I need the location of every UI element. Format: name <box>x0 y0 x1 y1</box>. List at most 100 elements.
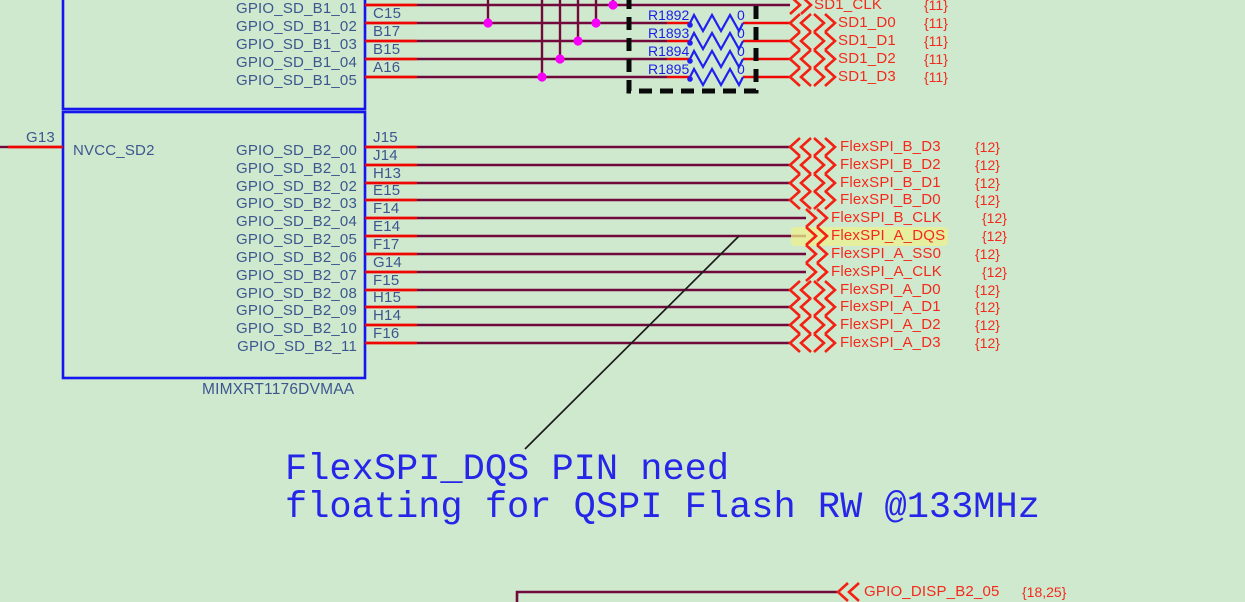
b1-pin-number-4[interactable]: A16 <box>373 59 401 76</box>
b2-pin-name-0[interactable]: GPIO_SD_B2_00 <box>235 142 357 159</box>
net-tag-flexspi-1: {12} <box>975 157 1000 173</box>
b2-pin-name-3[interactable]: GPIO_SD_B2_03 <box>235 195 357 212</box>
resistor-pin-dots <box>687 22 693 82</box>
b1-pin-number-1[interactable]: C15 <box>373 5 402 22</box>
net-tag-flexspi-2: {12} <box>975 175 1000 191</box>
net-label-flexspi-b-clk[interactable]: FlexSPI_B_CLK <box>831 209 942 226</box>
b2-pin-number-1[interactable]: J14 <box>373 147 398 164</box>
b2-pin-name-9[interactable]: GPIO_SD_B2_09 <box>235 302 357 319</box>
net-label-flexspi-b-d3[interactable]: FlexSPI_B_D3 <box>840 138 941 155</box>
junction-dots <box>483 0 618 82</box>
net-label-sd1-d3[interactable]: SD1_D3 <box>838 68 896 85</box>
net-label-sd1-d2[interactable]: SD1_D2 <box>838 50 896 67</box>
net-tag-flexspi-11: {12} <box>975 335 1000 351</box>
b2-pin-name-10[interactable]: GPIO_SD_B2_10 <box>235 320 357 337</box>
resistor-ref-0[interactable]: R1892 <box>648 7 690 23</box>
b2-pin-name-5[interactable]: GPIO_SD_B2_05 <box>235 231 357 248</box>
net-label-flexspi-a-d2[interactable]: FlexSPI_A_D2 <box>840 316 941 333</box>
chevron-gpio-disp <box>836 582 860 602</box>
net-flag-chevrons[interactable] <box>788 0 860 602</box>
net-tag-sd1-d3: {11} <box>924 69 948 85</box>
b2-pin-number-2[interactable]: H13 <box>373 165 402 182</box>
resistor-value-3[interactable]: 0 <box>737 61 745 77</box>
net-label-sd1-clk[interactable]: SD1_CLK <box>814 0 883 13</box>
bus-drop-wires[interactable] <box>486 0 615 77</box>
resistor-leads[interactable] <box>667 21 790 79</box>
b1-pin-name-4[interactable]: GPIO_SD_B1_05 <box>235 72 357 89</box>
net-label-flexspi-a-d3[interactable]: FlexSPI_A_D3 <box>840 334 941 351</box>
b2-pin-number-3[interactable]: E15 <box>373 182 401 199</box>
dashed-emphasis-box[interactable] <box>626 0 759 94</box>
b2-pin-number-10[interactable]: H14 <box>373 307 402 324</box>
annotation-note[interactable]: FlexSPI_DQS PIN need floating for QSPI F… <box>285 451 1040 527</box>
chip-block-sd-b1[interactable] <box>61 0 367 111</box>
chevron-flexspi-a-dqs <box>805 226 829 246</box>
net-tag-flexspi-10: {12} <box>975 317 1000 333</box>
net-label-flexspi-b-d2[interactable]: FlexSPI_B_D2 <box>840 156 941 173</box>
b2-pin-name-6[interactable]: GPIO_SD_B2_06 <box>235 249 357 266</box>
net-label-flexspi-a-ss0[interactable]: FlexSPI_A_SS0 <box>831 245 942 262</box>
net-label-flexspi-a-d1[interactable]: FlexSPI_A_D1 <box>840 298 941 315</box>
net-wires-flexspi[interactable] <box>417 145 806 345</box>
net-tag-sd1-clk: {11} <box>924 0 948 13</box>
b2-pin-name-4[interactable]: GPIO_SD_B2_04 <box>235 213 357 230</box>
power-pin-number[interactable]: G13 <box>26 129 55 146</box>
net-label-gpio-disp-b2-05[interactable]: GPIO_DISP_B2_05 <box>864 583 1000 600</box>
b2-pin-name-2[interactable]: GPIO_SD_B2_02 <box>235 178 357 195</box>
b1-pin-number-3[interactable]: B15 <box>373 41 401 58</box>
b2-pin-number-8[interactable]: F15 <box>373 272 400 289</box>
resistor-value-2[interactable]: 0 <box>737 43 745 59</box>
b2-pin-number-4[interactable]: F14 <box>373 200 400 217</box>
b2-pin-number-11[interactable]: F16 <box>373 325 400 342</box>
net-label-flexspi-b-d1[interactable]: FlexSPI_B_D1 <box>840 174 941 191</box>
b2-pin-name-8[interactable]: GPIO_SD_B2_08 <box>235 285 357 302</box>
b2-pin-name-1[interactable]: GPIO_SD_B2_01 <box>235 160 357 177</box>
power-pin-name[interactable]: NVCC_SD2 <box>73 142 155 159</box>
pin-stubs[interactable] <box>8 3 417 345</box>
b2-pin-name-11[interactable]: GPIO_SD_B2_11 <box>237 338 357 355</box>
b1-pin-name-2[interactable]: GPIO_SD_B1_03 <box>235 36 357 53</box>
chip-name[interactable]: MIMXRT1176DVMAA <box>202 381 355 398</box>
resistors-r1892-r1895[interactable] <box>687 12 744 88</box>
annotation-line-2: floating for QSPI Flash RW @133MHz <box>285 487 1040 529</box>
b2-pin-number-0[interactable]: J15 <box>373 129 398 146</box>
net-tag-flexspi-6: {12} <box>975 246 1000 262</box>
dqs-highlight <box>791 227 948 246</box>
resistor-ref-3[interactable]: R1895 <box>648 61 690 77</box>
b2-pin-number-7[interactable]: G14 <box>373 254 402 271</box>
net-label-sd1-d1[interactable]: SD1_D1 <box>838 32 896 49</box>
b2-pin-number-9[interactable]: H15 <box>373 289 402 306</box>
net-tag-flexspi-8: {12} <box>975 282 1000 298</box>
callout-leader-line[interactable] <box>524 235 740 450</box>
net-label-flexspi-a-d0[interactable]: FlexSPI_A_D0 <box>840 281 941 298</box>
gpio-disp-wire[interactable] <box>515 590 838 602</box>
net-tag-flexspi-4: {12} <box>982 210 1007 226</box>
net-tag-flexspi-0: {12} <box>975 139 1000 155</box>
b1-pin-name-1[interactable]: GPIO_SD_B1_02 <box>235 18 357 35</box>
b1-pin-name-0[interactable]: GPIO_SD_B1_01 <box>235 0 357 17</box>
resistor-value-1[interactable]: 0 <box>737 25 745 41</box>
net-label-flexspi-a-dqs[interactable]: FlexSPI_A_DQS <box>831 227 946 244</box>
net-tag-flexspi-9: {12} <box>975 299 1000 315</box>
chip-block-sd-b2[interactable] <box>61 110 367 380</box>
resistor-ref-1[interactable]: R1893 <box>648 25 690 41</box>
b2-pin-name-7[interactable]: GPIO_SD_B2_07 <box>235 267 357 284</box>
net-tag-sd1-d2: {11} <box>924 51 948 67</box>
net-label-flexspi-b-d0[interactable]: FlexSPI_B_D0 <box>840 191 941 208</box>
net-tag-gpio-disp-b2-05: {18,25} <box>1022 584 1067 600</box>
b1-pin-name-3[interactable]: GPIO_SD_B1_04 <box>235 54 357 71</box>
b1-pin-number-2[interactable]: B17 <box>373 23 401 40</box>
net-tag-sd1-d1: {11} <box>924 33 948 49</box>
annotation-line-1: FlexSPI_DQS PIN need <box>285 449 730 491</box>
net-tag-flexspi-7: {12} <box>982 264 1007 280</box>
net-tag-flexspi-3: {12} <box>975 192 1000 208</box>
net-label-sd1-d0[interactable]: SD1_D0 <box>838 14 896 31</box>
net-label-flexspi-a-clk[interactable]: FlexSPI_A_CLK <box>831 263 942 280</box>
b2-pin-number-5[interactable]: E14 <box>373 218 401 235</box>
b2-pin-number-6[interactable]: F17 <box>373 236 400 253</box>
resistor-value-0[interactable]: 0 <box>737 7 745 23</box>
net-tag-flexspi-5: {12} <box>982 228 1007 244</box>
resistor-ref-2[interactable]: R1894 <box>648 43 690 59</box>
